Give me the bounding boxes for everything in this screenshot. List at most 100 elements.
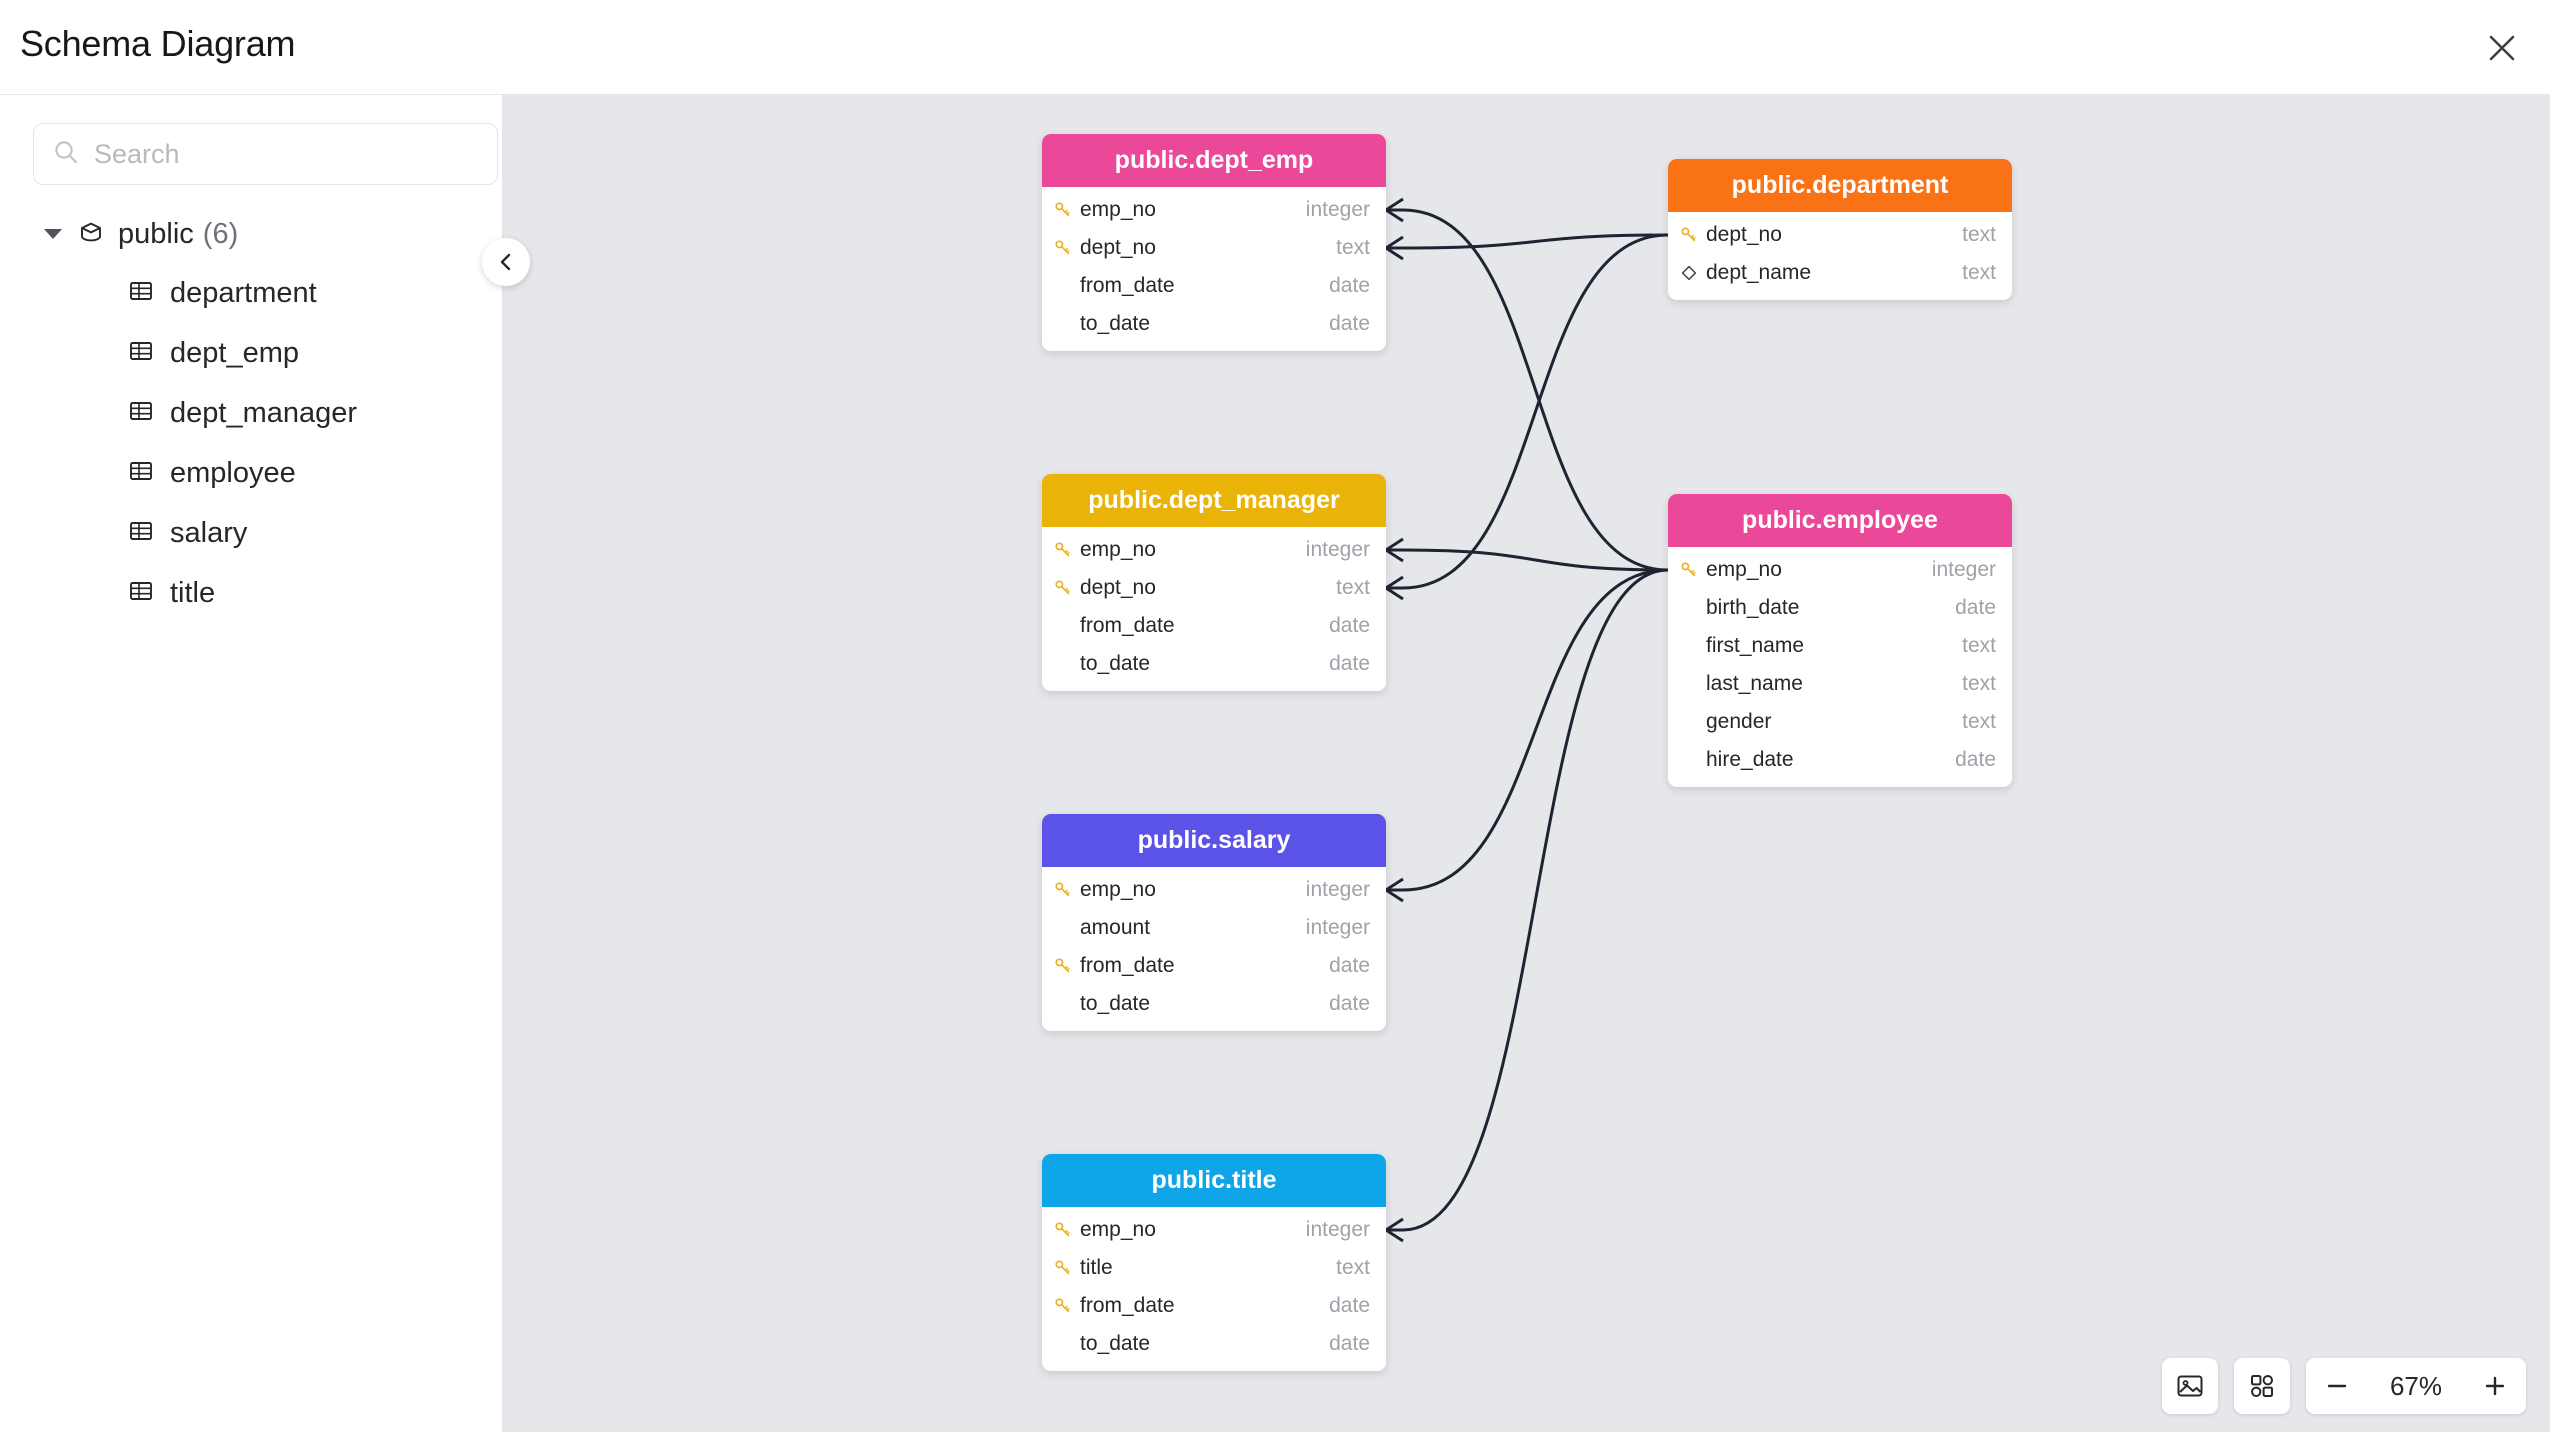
- column-key-icon: [1680, 264, 1706, 282]
- column-name: to_date: [1080, 312, 1151, 335]
- sidebar-item-dept_emp[interactable]: dept_emp: [0, 323, 503, 383]
- export-image-button[interactable]: [2162, 1358, 2218, 1414]
- zoom-level-label[interactable]: 67%: [2389, 1370, 2443, 1401]
- sidebar-item-salary[interactable]: salary: [0, 503, 503, 563]
- column-name: hire_date: [1706, 748, 1794, 771]
- sidebar-item-department[interactable]: department: [0, 263, 503, 323]
- zoom-controls: 67%: [2306, 1358, 2526, 1414]
- chevron-left-icon: [500, 253, 511, 271]
- sidebar-item-label: salary: [170, 516, 248, 549]
- table-node-title: public.employee: [1668, 494, 2012, 547]
- relationship-edges: [1385, 197, 1669, 1243]
- column-row[interactable]: title text: [1042, 1249, 1386, 1287]
- chevron-down-icon[interactable]: [44, 229, 62, 239]
- sidebar-item-title[interactable]: title: [0, 563, 503, 623]
- column-type: integer: [1305, 198, 1370, 221]
- sidebar-item-label: title: [170, 576, 216, 609]
- column-row[interactable]: emp_no integer: [1042, 871, 1386, 909]
- column-type: integer: [1305, 878, 1370, 901]
- primary-key-icon: [1055, 1260, 1070, 1275]
- column-name: title: [1080, 1256, 1113, 1279]
- column-type: integer: [1931, 558, 1996, 581]
- column-key-icon: [1054, 881, 1080, 899]
- primary-key-icon: [1681, 227, 1696, 242]
- column-key-icon: [1054, 957, 1080, 975]
- table-node-title: public.title: [1042, 1154, 1386, 1207]
- search-box[interactable]: [33, 123, 498, 185]
- column-name: amount: [1080, 916, 1151, 939]
- schema-name: public: [118, 217, 194, 250]
- auto-layout-button[interactable]: [2234, 1358, 2290, 1414]
- sidebar-item-label: dept_emp: [170, 336, 299, 369]
- close-icon[interactable]: [2470, 16, 2534, 80]
- column-key-icon: [1054, 1259, 1080, 1277]
- sidebar-item-dept_manager[interactable]: dept_manager: [0, 383, 503, 443]
- column-name: from_date: [1080, 614, 1175, 637]
- search-input[interactable]: [94, 138, 479, 170]
- column-type: integer: [1305, 916, 1370, 939]
- primary-key-icon: [1055, 542, 1070, 557]
- column-key-icon: [1054, 579, 1080, 597]
- column-name: from_date: [1080, 274, 1175, 297]
- page-title: Schema Diagram: [20, 23, 296, 64]
- column-row[interactable]: hire_date date: [1668, 741, 2012, 779]
- column-row[interactable]: amount integer: [1042, 909, 1386, 947]
- primary-key-icon: [1055, 580, 1070, 595]
- column-name: emp_no: [1080, 1218, 1156, 1241]
- sidebar-item-label: employee: [170, 456, 296, 489]
- column-type: text: [1962, 261, 1996, 284]
- primary-key-icon: [1055, 1298, 1070, 1313]
- primary-key-icon: [1055, 240, 1070, 255]
- zoom-out-button[interactable]: [2306, 1358, 2368, 1414]
- column-name: dept_no: [1706, 223, 1782, 246]
- table-icon: [128, 578, 154, 609]
- column-name: last_name: [1706, 672, 1803, 695]
- canvas-toolbar: 67%: [2162, 1358, 2526, 1414]
- column-name: to_date: [1080, 1332, 1151, 1355]
- sidebar-collapse-button[interactable]: [482, 238, 530, 286]
- tree-schema-public[interactable]: public (6): [0, 205, 503, 263]
- column-key-icon: [1054, 1221, 1080, 1239]
- column-type: date: [1955, 748, 1996, 771]
- column-name: from_date: [1080, 954, 1175, 977]
- sidebar-item-employee[interactable]: employee: [0, 443, 503, 503]
- zoom-in-button[interactable]: [2464, 1358, 2526, 1414]
- column-name: dept_no: [1080, 236, 1156, 259]
- table-icon: [128, 398, 154, 429]
- column-key-icon: [1054, 239, 1080, 257]
- column-type: text: [1336, 1256, 1370, 1279]
- column-key-icon: [1054, 201, 1080, 219]
- column-name: emp_no: [1080, 878, 1156, 901]
- table-node-title: public.dept_manager: [1042, 474, 1386, 527]
- sidebar: public (6) department dept_emp dept_manage…: [0, 95, 503, 1432]
- column-type: text: [1336, 576, 1370, 599]
- column-key-icon: [1054, 541, 1080, 559]
